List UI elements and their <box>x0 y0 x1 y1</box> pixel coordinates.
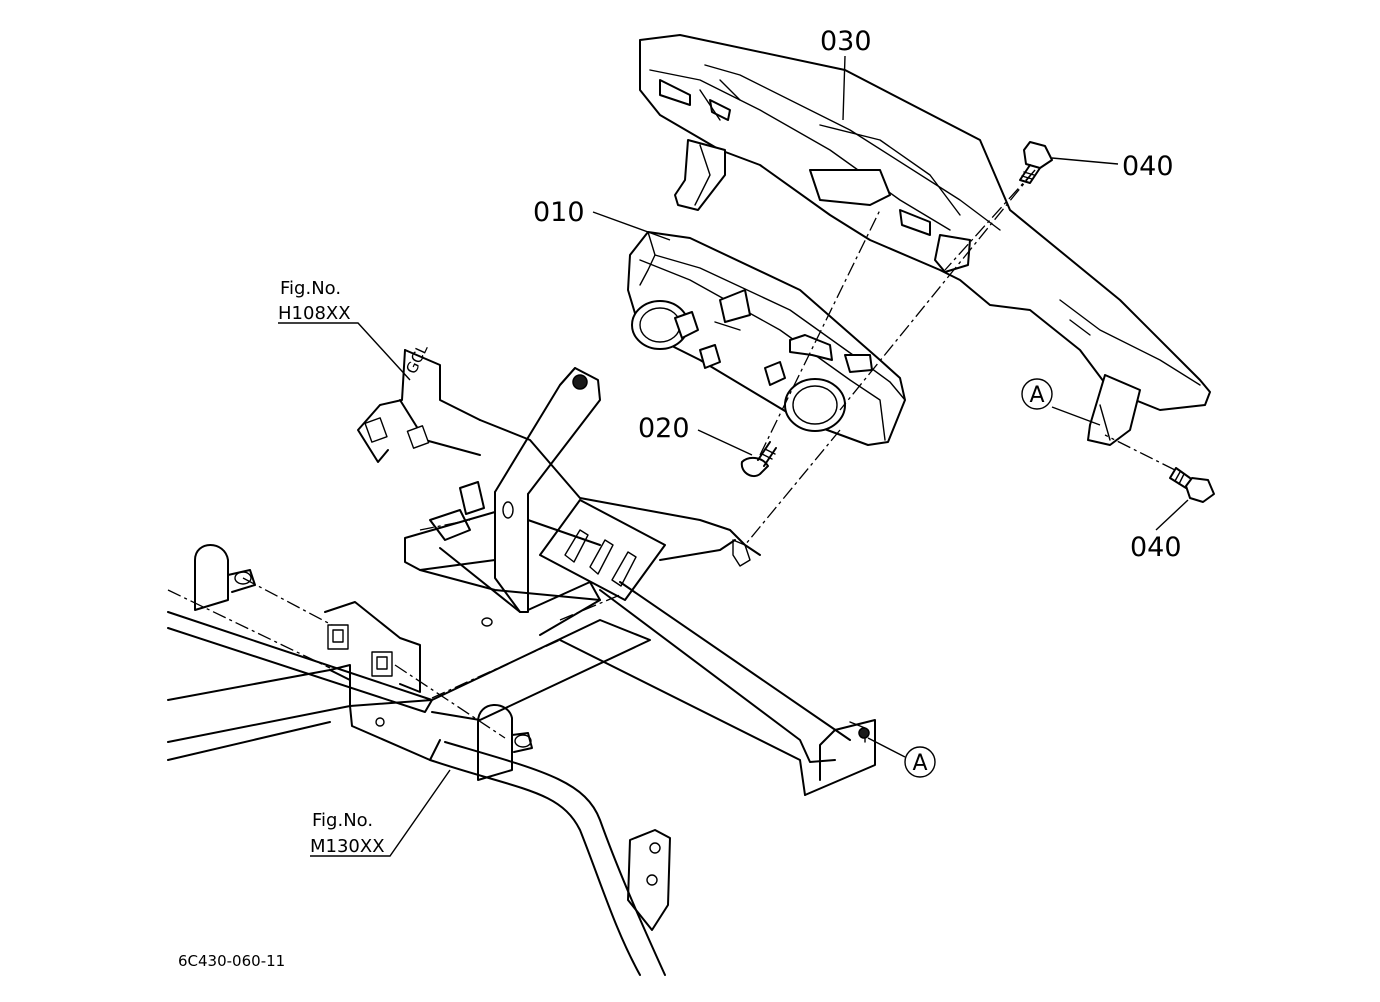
fig-ref-h108-line1: Fig.No. <box>280 278 341 299</box>
callout-040-top: 040 <box>1122 151 1174 182</box>
mount-bracket: GCL <box>324 341 876 796</box>
callout-040-bottom: 040 <box>1130 532 1182 563</box>
ref-a-bottom-circle <box>904 746 936 778</box>
part-030-cover <box>639 34 1211 446</box>
ref-a-bottom-label: A <box>912 751 927 776</box>
callout-030: 030 <box>820 26 872 57</box>
part-040-bolt-top <box>1019 141 1053 184</box>
drawing-code: 6C430-060-11 <box>178 952 285 970</box>
callout-labels: 030 040 010 020 040 A A Fig.No. H108XX F… <box>178 26 1182 970</box>
ref-a-right-circle <box>1021 378 1053 410</box>
part-040-bolt-bottom <box>1169 467 1215 503</box>
part-020-screw <box>740 441 777 478</box>
callout-020: 020 <box>638 413 690 444</box>
fig-ref-m130-line1: Fig.No. <box>312 810 373 831</box>
fig-ref-h108-line2: H108XX <box>278 303 351 324</box>
callout-010: 010 <box>533 197 585 228</box>
center-lines <box>167 169 1176 739</box>
lower-frame <box>167 544 671 976</box>
fig-ref-m130-line2: M130XX <box>310 836 385 857</box>
ref-a-right-label: A <box>1029 383 1044 408</box>
leader-lines <box>278 55 1189 857</box>
part-010-meter <box>627 231 906 446</box>
